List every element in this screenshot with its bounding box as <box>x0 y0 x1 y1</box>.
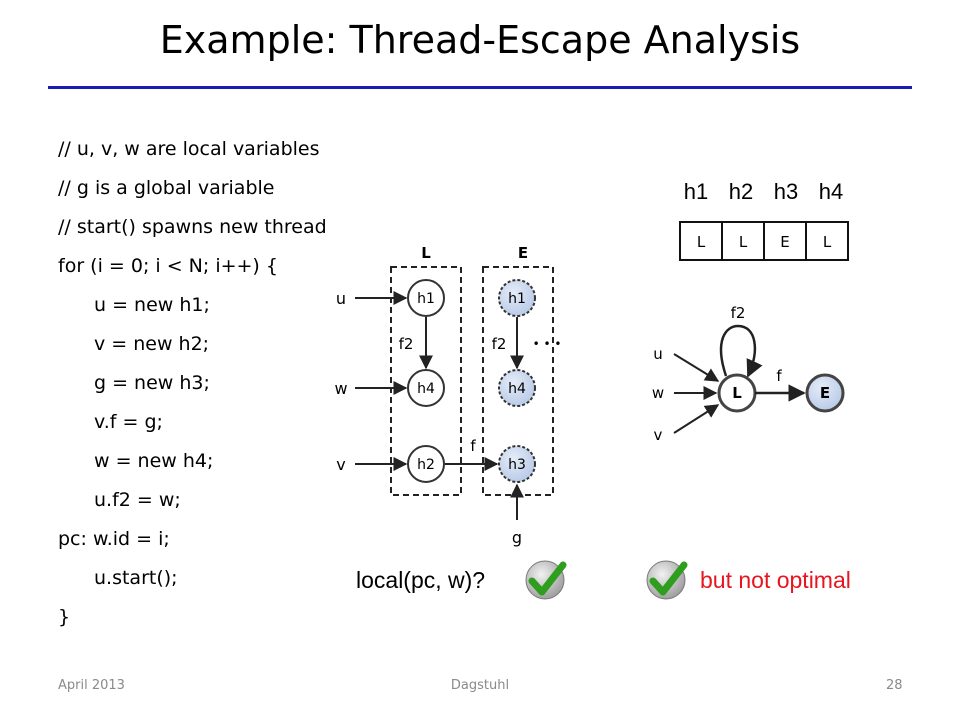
var-label: u <box>336 289 346 308</box>
state-input-edge <box>673 353 720 382</box>
table-cell: L <box>697 233 706 251</box>
node-l-h2 <box>407 445 445 483</box>
node-e-h1 <box>498 279 536 317</box>
code-line: } <box>58 606 71 628</box>
check-icon <box>525 560 567 600</box>
ellipsis: • • • <box>533 337 562 351</box>
code-line: // start() spawns new thread <box>58 216 327 238</box>
node-e-h3 <box>498 445 536 483</box>
heap-diagram: L E h1 h4 h2 h1 h4 h3 u w v f2 f2 f <box>334 244 561 547</box>
state-node-e <box>805 373 845 413</box>
state-edge-label: f <box>776 367 782 385</box>
code-line: v.f = g; <box>94 411 163 433</box>
box-l-label: L <box>421 244 431 262</box>
node-l-h4 <box>407 369 445 407</box>
code-line: pc: w.id = i; <box>58 528 170 550</box>
edge-label: f2 <box>399 335 414 353</box>
var-label: w <box>334 379 347 398</box>
code-line: g = new h3; <box>94 372 210 394</box>
table-header: h2 <box>729 179 753 204</box>
node-label: h1 <box>508 291 526 307</box>
code-line: // u, v, w are local variables <box>58 138 320 160</box>
abstraction-table: h1 h2 h3 h4 L L E L <box>679 179 849 261</box>
state-input-label: w <box>652 384 664 402</box>
node-l-h1 <box>407 279 445 317</box>
state-input-label: u <box>653 345 663 363</box>
query-label: local(pc, w)? <box>356 567 486 593</box>
code-line: u = new h1; <box>94 294 210 316</box>
node-label: h4 <box>508 381 526 397</box>
code-listing: // u, v, w are local variables // g is a… <box>58 130 327 637</box>
node-label: h4 <box>417 381 435 397</box>
slide-title: Example: Thread-Escape Analysis <box>159 18 801 62</box>
table-cell: L <box>823 233 832 251</box>
var-label: v <box>336 455 345 474</box>
state-graph: f2 L E f u w v <box>652 304 845 444</box>
self-loop-label: f2 <box>731 304 746 322</box>
code-line: v = new h2; <box>94 333 210 355</box>
footer-venue: Dagstuhl <box>450 678 510 693</box>
code-line: // g is a global variable <box>58 177 275 199</box>
node-label: h2 <box>417 457 435 473</box>
edge-label: f2 <box>492 335 507 353</box>
code-line: w = new h4; <box>94 450 214 472</box>
box-e-label: E <box>518 244 528 262</box>
node-label: h1 <box>417 291 435 307</box>
check-icon <box>646 560 688 600</box>
state-input-label: v <box>654 426 663 444</box>
local-box <box>390 266 462 496</box>
state-node-label: L <box>732 384 742 402</box>
code-line: for (i = 0; i < N; i++) { <box>58 255 278 277</box>
code-line: u.start(); <box>94 567 178 589</box>
table-cell: L <box>739 233 748 251</box>
footer-date: April 2013 <box>58 678 125 693</box>
state-input-edge <box>673 404 720 434</box>
table-header: h1 <box>684 179 708 204</box>
edge-label: f <box>470 437 476 455</box>
table-header: h3 <box>774 179 798 204</box>
table-cell: E <box>780 233 789 251</box>
state-node-label: E <box>820 384 830 402</box>
self-loop-edge <box>719 324 763 378</box>
node-e-h4 <box>498 369 536 407</box>
title-underline <box>48 86 912 89</box>
not-optimal-note: but not optimal <box>700 567 851 593</box>
global-var-label: g <box>512 528 522 547</box>
node-label: h3 <box>508 457 526 473</box>
table-header: h4 <box>819 179 843 204</box>
footer-page-number: 28 <box>886 678 903 693</box>
code-line: u.f2 = w; <box>94 489 181 511</box>
